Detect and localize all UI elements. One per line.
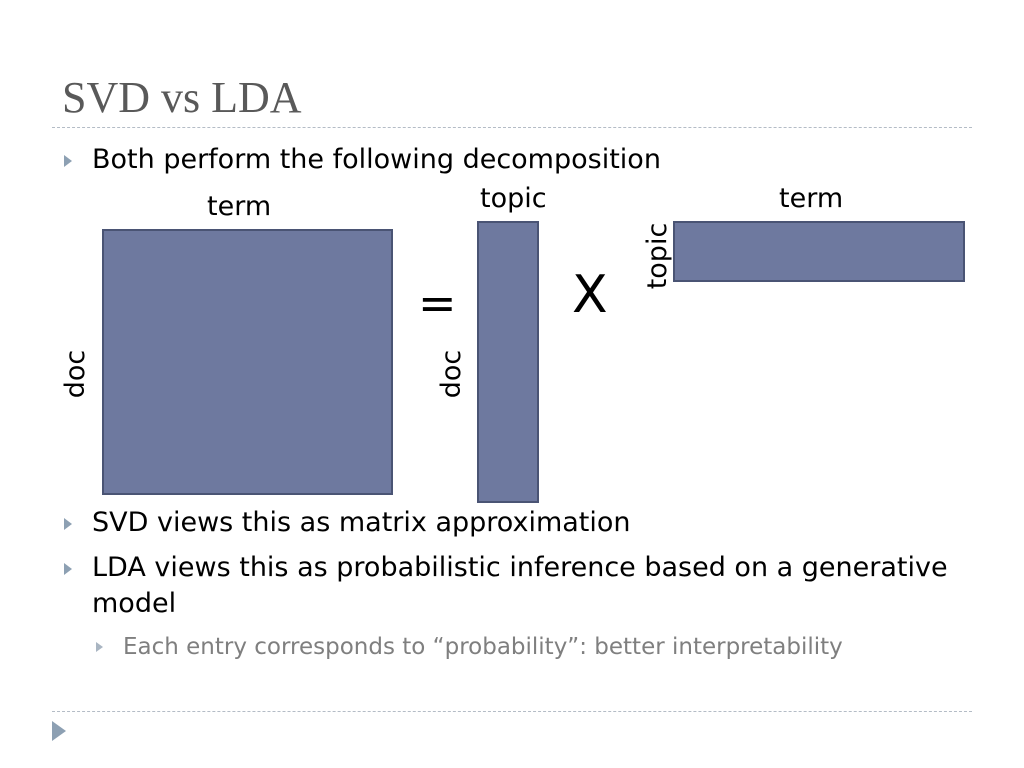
matrix-left-side-label: doc xyxy=(60,349,91,399)
matrix-right xyxy=(673,221,965,282)
sub-bullet-arrow-icon xyxy=(96,642,103,652)
title-divider xyxy=(52,127,972,128)
bullet-arrow-icon xyxy=(64,155,72,167)
equals-sign: = xyxy=(418,276,457,330)
times-sign: X xyxy=(572,265,608,325)
matrix-left xyxy=(102,229,393,495)
matrix-middle xyxy=(477,221,539,503)
matrix-right-side-label: topic xyxy=(642,222,673,290)
bullet-arrow-icon xyxy=(64,518,72,530)
matrix-right-top-label: term xyxy=(779,183,844,214)
slide-title: SVD vs LDA xyxy=(62,73,302,122)
matrix-middle-side-label: doc xyxy=(436,349,467,399)
footer-divider xyxy=(52,711,972,712)
bullet-text: LDA views this as probabilistic inferenc… xyxy=(92,552,948,619)
sub-bullet-text: Each entry corresponds to “probability”:… xyxy=(123,634,843,660)
matrix-left-top-label: term xyxy=(207,191,272,222)
bullet-text: SVD views this as matrix approximation xyxy=(92,507,631,538)
bullet-text: Both perform the following decomposition xyxy=(92,144,661,175)
matrix-middle-top-label: topic xyxy=(480,183,547,214)
bullet-arrow-icon xyxy=(64,563,72,575)
next-slide-arrow-icon[interactable] xyxy=(52,721,66,741)
